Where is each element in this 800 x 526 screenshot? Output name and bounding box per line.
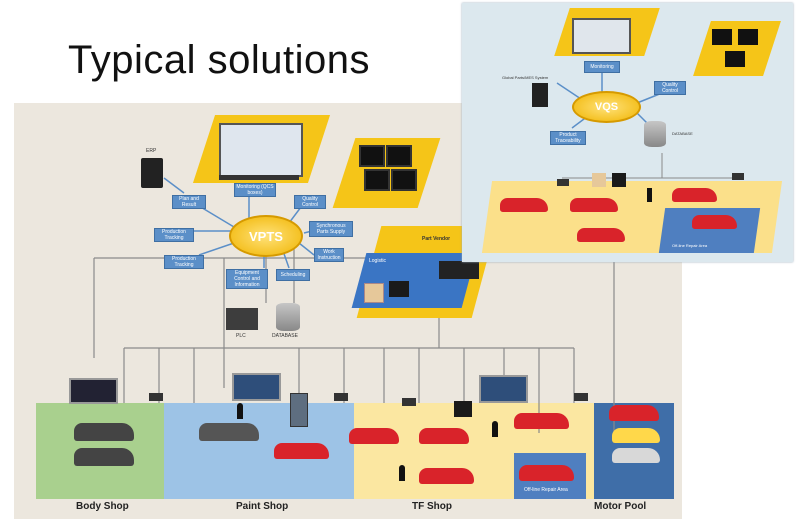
- box-synchronous-parts-supply: Synchronous Parts Supply: [309, 221, 353, 237]
- car-icon: [419, 468, 474, 484]
- tf-shop-dashboard-icon: [479, 375, 528, 403]
- paint-shop-floor: [164, 403, 364, 499]
- car-icon: [419, 428, 469, 444]
- part-vendor-label: Part Vendor: [422, 236, 451, 242]
- crate-icon: [592, 173, 606, 187]
- kiosk-terminal-icon: [290, 393, 308, 427]
- vqs-offline-repair-label: Off-line Repair Area: [672, 243, 708, 248]
- vqs-monitor-icon: [572, 18, 631, 54]
- erp-server-icon: [141, 158, 163, 188]
- vqs-database-icon: [644, 121, 666, 147]
- car-icon: [74, 423, 134, 441]
- offline-repair-label: Off-line Repair Area: [524, 487, 568, 493]
- box-scheduling: Scheduling: [276, 269, 310, 281]
- page-title: Typical solutions: [68, 38, 370, 82]
- box-monitoring: Monitoring (QCS boxes): [234, 183, 276, 197]
- plc-icon: [226, 308, 258, 330]
- car-icon: [274, 443, 329, 459]
- car-icon: [500, 198, 548, 212]
- global-parts-label: Global Parts/MES System: [502, 75, 549, 80]
- erp-label: ERP: [146, 148, 157, 154]
- car-icon: [672, 188, 717, 202]
- database-icon: [276, 303, 300, 331]
- car-icon: [577, 228, 625, 242]
- vqs-box-product-traceability: Product Traceability: [550, 131, 586, 145]
- car-icon: [514, 413, 569, 429]
- workstation-monitor-icon: [219, 123, 303, 177]
- box-production-tracking: Production Tracking: [154, 228, 194, 242]
- worker-icon: [237, 403, 243, 419]
- forklift-icon: [389, 281, 409, 297]
- box-production-tracking-2: Production Tracking: [164, 255, 204, 269]
- vqs-hub: VQS: [572, 91, 641, 123]
- crate-icon: [364, 283, 384, 303]
- worker-icon: [647, 188, 652, 202]
- car-icon: [612, 448, 660, 463]
- tablet-icon: [712, 29, 732, 45]
- tablet-icon: [386, 145, 412, 167]
- workstation-keyboard-icon: [219, 175, 299, 180]
- vqs-hub-label: VQS: [594, 101, 619, 113]
- tablet-icon: [359, 145, 385, 167]
- tablet-icon: [364, 169, 390, 191]
- camera-icon: [574, 393, 588, 401]
- worker-icon: [492, 421, 498, 437]
- vpts-hub-label: VPTS: [249, 228, 283, 244]
- car-icon: [74, 448, 134, 466]
- tablet-icon: [391, 169, 417, 191]
- camera-icon: [732, 173, 744, 180]
- camera-icon: [402, 398, 416, 406]
- car-icon: [609, 405, 659, 421]
- car-icon: [519, 465, 574, 481]
- body-shop-dashboard-icon: [69, 378, 118, 404]
- factory-icon: [439, 261, 479, 279]
- logistic-label: Logistic: [369, 258, 386, 264]
- car-icon: [349, 428, 399, 444]
- paint-shop-dashboard-icon: [232, 373, 281, 401]
- car-icon: [570, 198, 618, 212]
- tf-shop-label: TF Shop: [412, 501, 452, 512]
- vqs-box-monitoring: Monitoring: [584, 61, 620, 73]
- forklift-icon: [454, 401, 472, 417]
- vqs-box-quality-control: Quality Control: [654, 81, 686, 95]
- paint-shop-label: Paint Shop: [236, 501, 289, 512]
- vpts-hub: VPTS: [229, 215, 303, 257]
- car-icon: [692, 215, 737, 229]
- box-work-instruction: Work Instruction: [314, 248, 344, 262]
- plc-label: PLC: [236, 333, 246, 339]
- box-quality-control: Quality Control: [294, 195, 326, 209]
- box-equipment-control: Equipment Control and Information: [226, 269, 268, 289]
- vqs-diagram-panel: Global Parts/MES System VQS Monitoring Q…: [462, 3, 793, 262]
- tablet-icon: [738, 29, 758, 45]
- body-shop-label: Body Shop: [76, 501, 129, 512]
- camera-icon: [557, 179, 569, 186]
- vqs-database-label: DATABASE: [672, 131, 693, 136]
- database-label: DATABASE: [272, 333, 298, 339]
- global-parts-server-icon: [532, 83, 548, 107]
- car-icon: [612, 428, 660, 443]
- box-plan-and-result: Plan and Result: [172, 195, 206, 209]
- worker-icon: [399, 465, 405, 481]
- car-icon: [199, 423, 259, 441]
- camera-icon: [334, 393, 348, 401]
- tablet-icon: [725, 51, 745, 67]
- motor-pool-label: Motor Pool: [594, 501, 647, 512]
- forklift-icon: [612, 173, 626, 187]
- camera-icon: [149, 393, 163, 401]
